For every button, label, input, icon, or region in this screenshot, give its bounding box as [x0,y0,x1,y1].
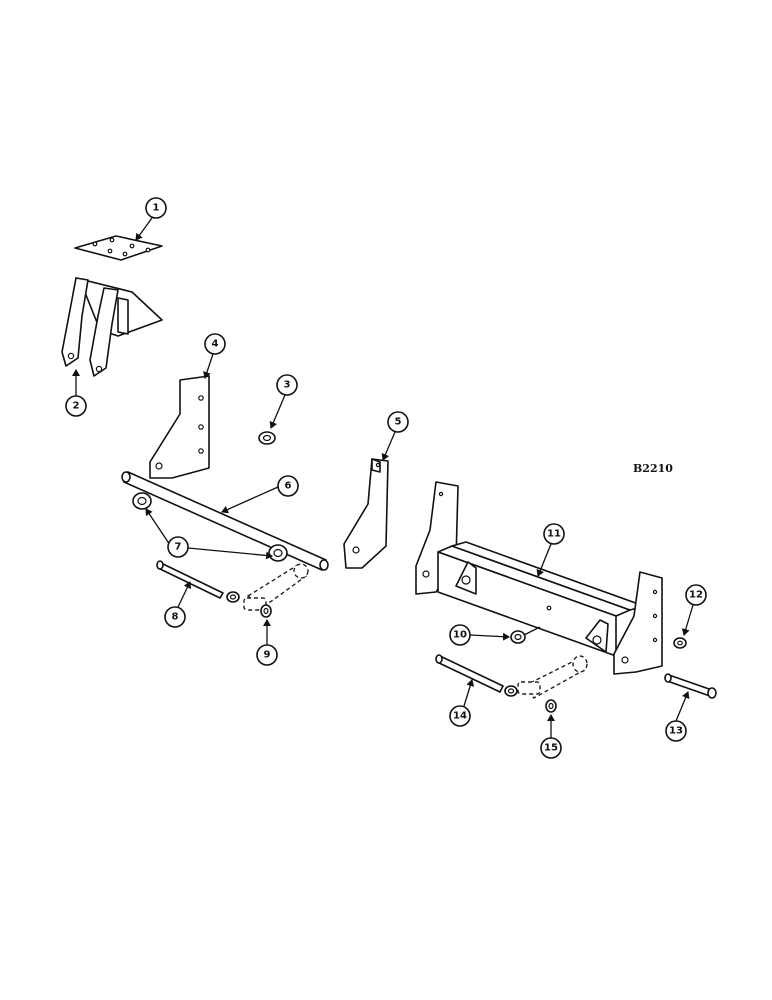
plate-part-1 [74,235,163,261]
callout-1: 1 [145,197,167,219]
svg-text:2: 2 [73,401,80,412]
svg-text:1: 1 [153,203,160,214]
svg-text:8: 8 [172,612,179,623]
callout-2: 2 [65,395,87,417]
svg-text:6: 6 [285,481,292,492]
frame-part-11 [415,481,663,675]
callout-4: 4 [204,333,226,355]
callout-12: 12 [685,584,707,606]
svg-text:13: 13 [669,726,683,737]
callout-13: 13 [665,720,687,742]
bracket-part-4 [149,375,210,479]
drawing-code: B2210 [633,462,673,475]
clevis-part-15 [517,655,588,713]
svg-text:3: 3 [284,380,291,391]
bracket-part-2 [61,277,163,377]
svg-text:11: 11 [547,529,561,540]
callout-3: 3 [276,374,298,396]
gusset-part-5 [343,458,389,569]
svg-text:10: 10 [453,630,467,641]
clevis-part-9 [243,563,309,618]
pin-part-8 [156,560,240,603]
callout-14: 14 [449,705,471,727]
svg-text:9: 9 [264,650,271,661]
svg-text:14: 14 [453,711,467,722]
callout-10: 10 [449,624,471,646]
callout-5: 5 [387,411,409,433]
svg-text:4: 4 [212,339,219,350]
leader-lines [72,217,694,738]
washer-part-3 [258,431,276,445]
callout-6: 6 [277,475,299,497]
pin-part-13 [664,673,717,699]
svg-text:12: 12 [689,590,703,601]
svg-text:15: 15 [544,743,558,754]
svg-text:5: 5 [395,417,402,428]
eyebolt-part-10 [510,626,541,644]
bushing-part-7 [132,492,288,562]
callout-7: 7 [167,536,189,558]
washer-part-12 [673,637,687,649]
callout-8: 8 [164,606,186,628]
svg-text:7: 7 [175,542,182,553]
callout-11: 11 [543,523,565,545]
callout-9: 9 [256,644,278,666]
callout-15: 15 [540,737,562,759]
pin-part-14 [435,654,518,697]
